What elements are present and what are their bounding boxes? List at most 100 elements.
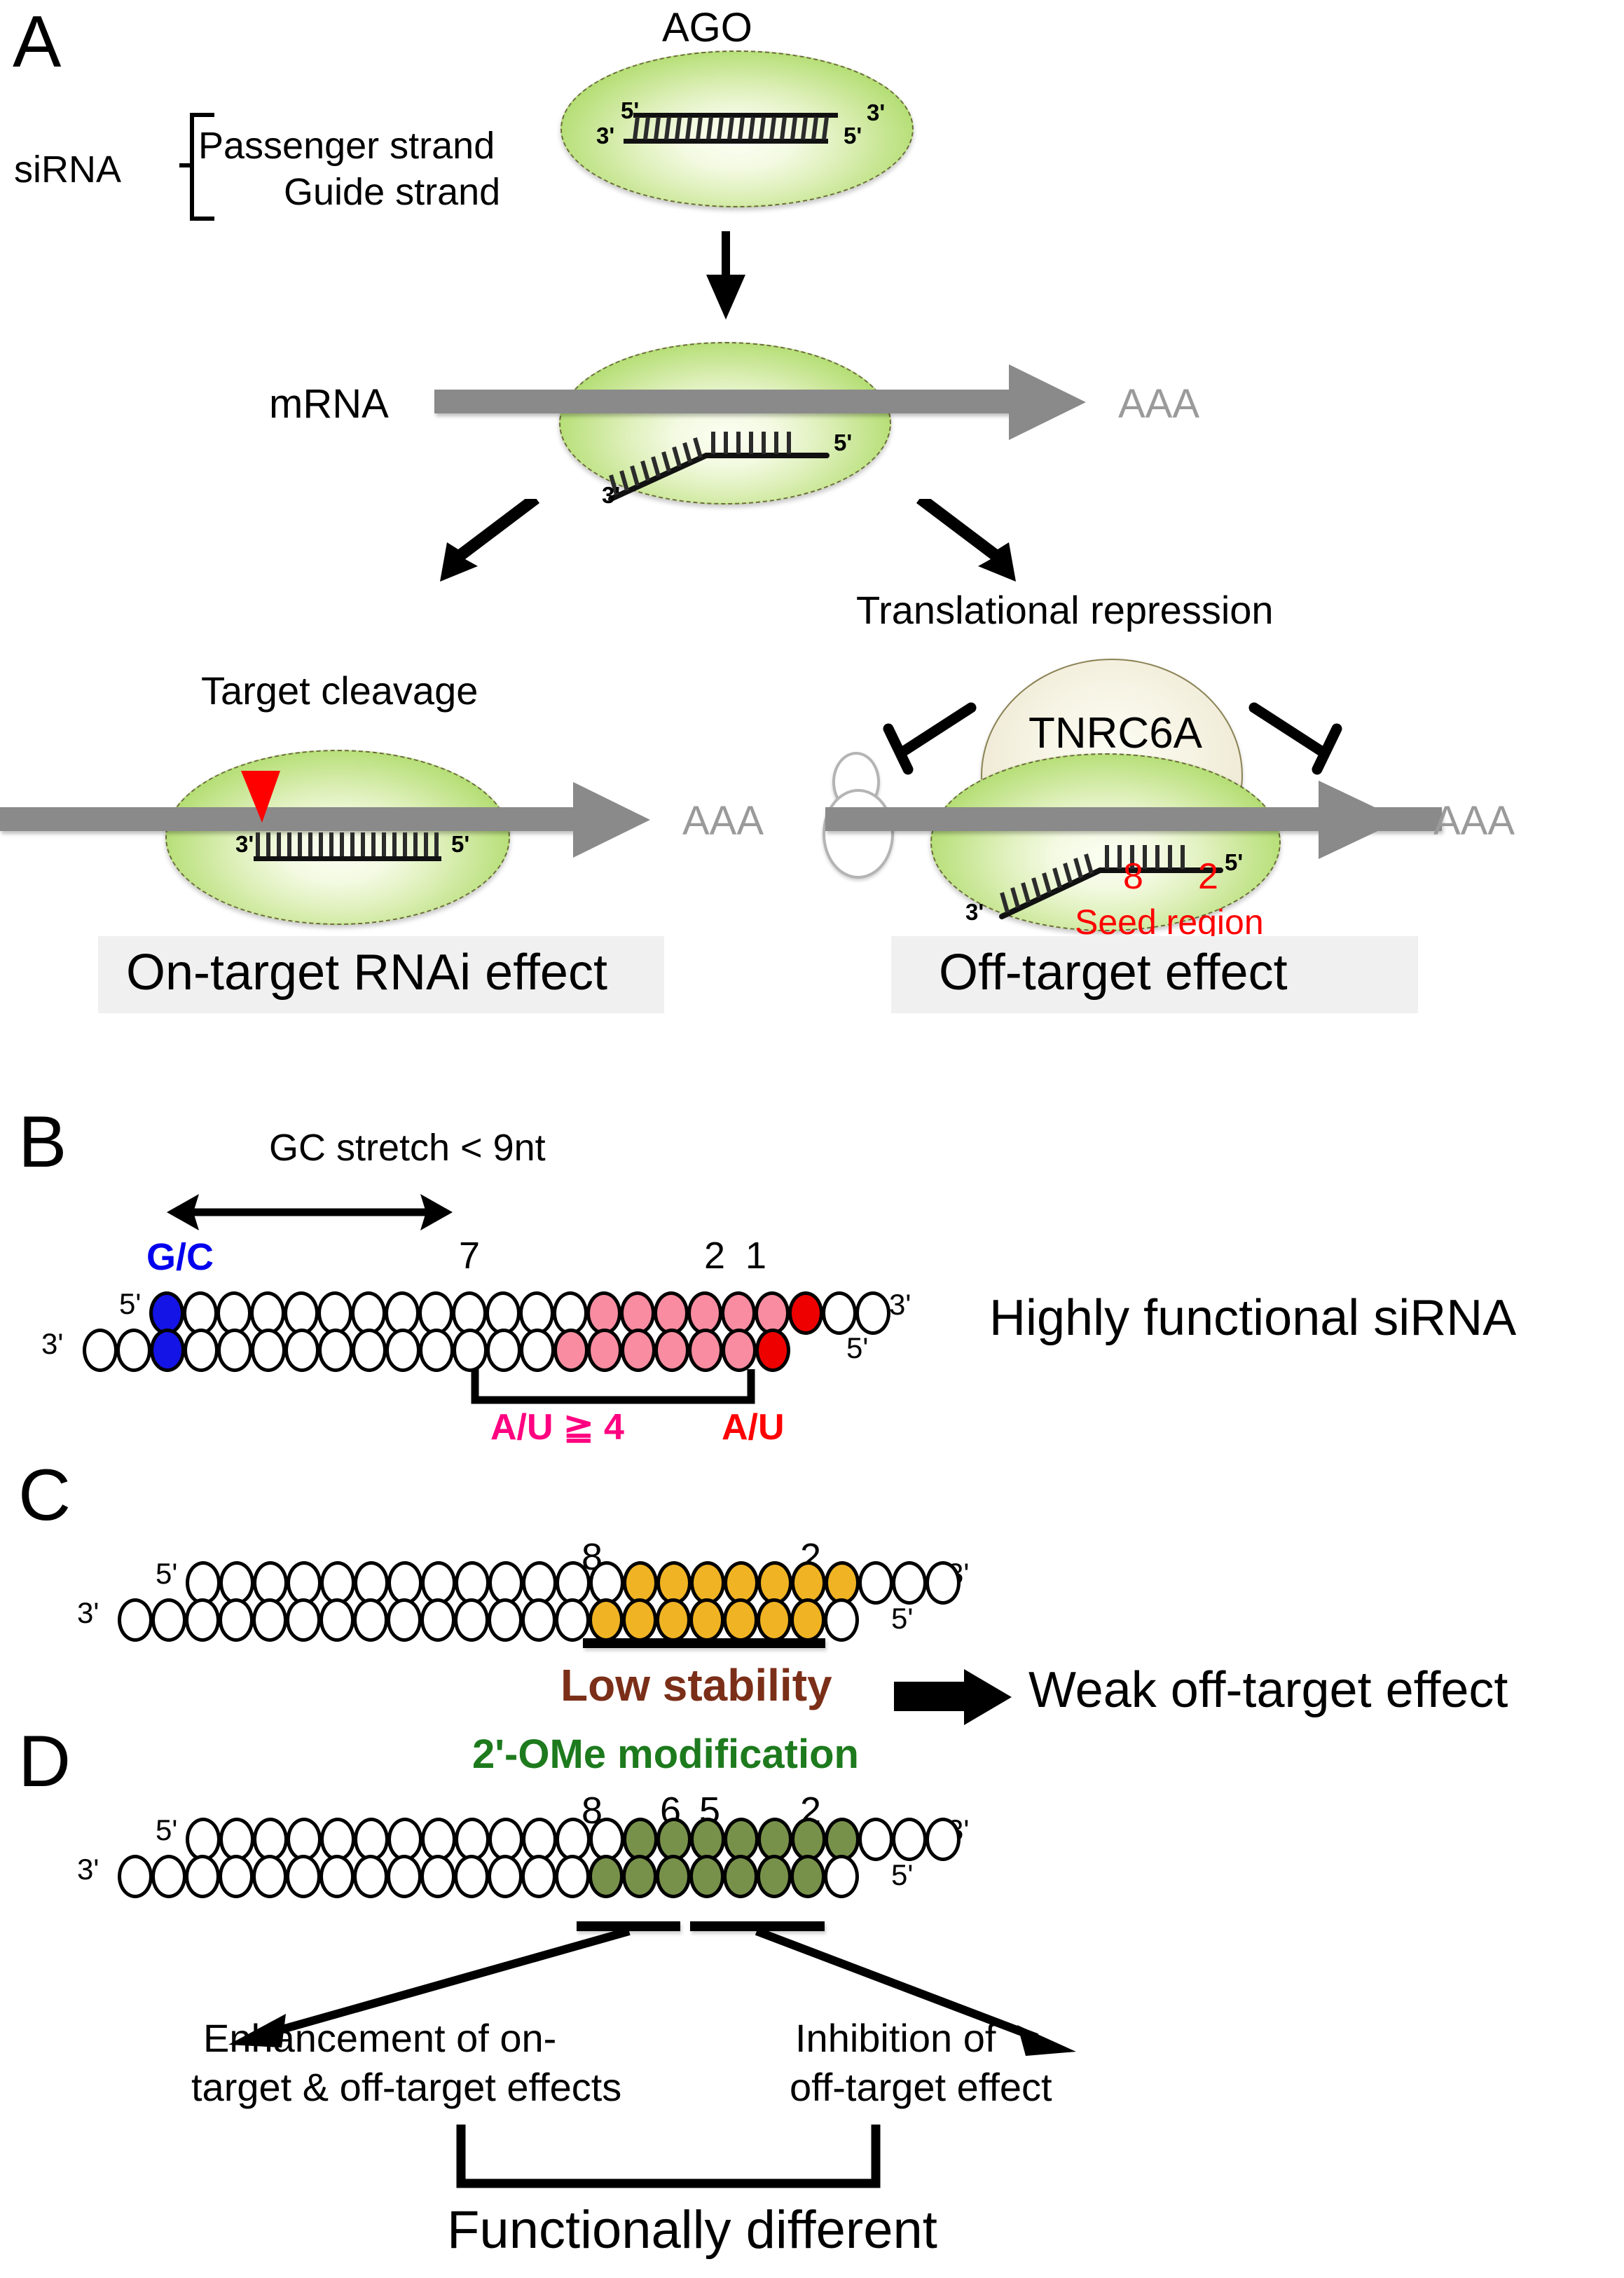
- inhibition-tbar-right-icon: [1248, 702, 1342, 775]
- sirna-duplex-top: [603, 109, 869, 151]
- panelb-result-label: Highly functional siRNA: [989, 1290, 1517, 1346]
- nucleotide-bead: [185, 1855, 220, 1898]
- cap-circle-large: [823, 789, 894, 879]
- paneld-arrow-left: [228, 1928, 631, 2047]
- nucleotide-bead: [521, 1598, 556, 1642]
- offtarget-5prime: 5': [1225, 849, 1244, 875]
- gc-stretch-label: GC stretch < 9nt: [269, 1127, 546, 1169]
- nucleotide-bead: [858, 1818, 893, 1861]
- nucleotide-bead: [151, 1598, 186, 1642]
- middle-guide-5prime: 5': [834, 430, 853, 455]
- nucleotide-bead: [183, 1291, 218, 1335]
- nucleotide-bead: [892, 1818, 927, 1861]
- paneld-bar-right: [690, 1921, 825, 1931]
- panel-d-letter: D: [18, 1721, 71, 1802]
- nucleotide-bead: [252, 1855, 287, 1898]
- panelb-top-3prime: 3': [889, 1288, 911, 1321]
- nucleotide-bead: [553, 1329, 589, 1372]
- panelb-position-2: 2: [704, 1235, 726, 1277]
- panelb-position-1: 1: [745, 1235, 767, 1277]
- panelb-position-7: 7: [459, 1235, 481, 1277]
- low-stability-label: Low stability: [560, 1660, 832, 1710]
- nucleotide-bead: [724, 1818, 759, 1861]
- nucleotide-bead: [825, 1818, 860, 1861]
- nucleotide-bead: [620, 1291, 655, 1335]
- nucleotide-bead: [757, 1818, 792, 1861]
- panelc-top-5prime: 5': [156, 1557, 178, 1590]
- nucleotide-bead: [216, 1291, 252, 1335]
- nucleotide-bead: [488, 1855, 523, 1898]
- target-cleavage-title: Target cleavage: [201, 668, 479, 713]
- nucleotide-bead: [186, 1561, 221, 1605]
- nucleotide-bead: [219, 1818, 254, 1861]
- paneld-arrow-right: [755, 1928, 1076, 2056]
- nucleotide-bead: [688, 1329, 723, 1372]
- nucleotide-bead: [621, 1329, 656, 1372]
- nucleotide-bead: [589, 1598, 624, 1642]
- nucleotide-bead: [690, 1561, 725, 1605]
- cleavage-5prime: 5': [451, 831, 470, 857]
- ago-ellipse-cleavage: [165, 750, 510, 925]
- au-label: A/U: [722, 1407, 785, 1448]
- nucleotide-bead: [387, 1855, 422, 1898]
- panelc-bottom-5prime: 5': [891, 1602, 914, 1635]
- nucleotide-bead: [486, 1329, 521, 1372]
- nucleotide-bead: [755, 1329, 790, 1372]
- panelc-result-label: Weak off-target effect: [1028, 1662, 1508, 1718]
- ome-modification-label: 2'-OMe modification: [472, 1731, 859, 1777]
- paneld-right-outcome-line1: Inhibition of: [795, 2016, 996, 2060]
- nucleotide-bead: [755, 1291, 790, 1335]
- polyA-middle: AAA: [1118, 381, 1200, 427]
- nucleotide-bead: [419, 1329, 454, 1372]
- nucleotide-bead: [385, 1329, 420, 1372]
- nucleotide-bead: [521, 1855, 556, 1898]
- nucleotide-bead: [219, 1598, 254, 1642]
- panelb-bottom-3prime: 3': [41, 1327, 64, 1360]
- paneld-conclusion-bracket: [456, 2125, 881, 2188]
- nucleotide-bead: [689, 1855, 724, 1898]
- duplex-top-5prime: 5': [621, 97, 640, 123]
- mrna-arrow-body-left: [0, 807, 589, 831]
- panelb-top-5prime: 5': [119, 1287, 142, 1320]
- panel-b-letter: B: [18, 1102, 67, 1183]
- nucleotide-bead: [352, 1329, 387, 1372]
- paneld-bottom-3prime: 3': [77, 1853, 99, 1886]
- nucleotide-bead: [454, 1855, 489, 1898]
- flow-arrow-down: [706, 231, 745, 320]
- nucleotide-bead: [286, 1855, 321, 1898]
- nucleotide-bead: [757, 1855, 792, 1898]
- nucleotide-bead: [116, 1329, 151, 1372]
- nucleotide-bead: [587, 1329, 622, 1372]
- ago-ellipse-offtarget: [930, 753, 1281, 931]
- nucleotide-bead: [217, 1329, 252, 1372]
- paneld-bar-left: [577, 1921, 680, 1931]
- nucleotide-bead: [317, 1291, 352, 1335]
- nucleotide-bead: [219, 1855, 254, 1898]
- nucleotide-bead: [83, 1329, 118, 1372]
- nucleotide-bead: [654, 1329, 689, 1372]
- gc-label: G/C: [146, 1236, 214, 1278]
- paneld-top-5prime: 5': [156, 1813, 178, 1846]
- passenger-strand-label: Passenger strand: [198, 125, 495, 167]
- sirna-label: siRNA: [14, 149, 122, 191]
- off-target-outcome-label: Off-target effect: [939, 945, 1288, 1001]
- duplex-top-3prime-right: 3': [867, 100, 886, 125]
- sirna-duplex-cleavage: [233, 825, 464, 867]
- guide-strand-middle: [608, 432, 830, 502]
- panel-a-letter: A: [13, 1, 61, 83]
- middle-guide-3prime: 3': [602, 482, 621, 508]
- nucleotide-bead: [453, 1329, 488, 1372]
- nucleotide-bead: [622, 1598, 657, 1642]
- nucleotide-bead: [723, 1855, 758, 1898]
- nucleotide-bead: [790, 1598, 825, 1642]
- nucleotide-bead: [824, 1598, 859, 1642]
- nucleotide-bead: [855, 1291, 890, 1335]
- nucleotide-bead: [420, 1855, 455, 1898]
- sirna-brace: [179, 113, 214, 221]
- nucleotide-bead: [757, 1598, 792, 1642]
- nucleotide-bead: [319, 1598, 355, 1642]
- polyA-left: AAA: [682, 798, 764, 844]
- offtarget-3prime: 3': [965, 899, 984, 925]
- nucleotide-bead: [455, 1818, 490, 1861]
- paneld-bottom-5prime: 5': [891, 1858, 914, 1891]
